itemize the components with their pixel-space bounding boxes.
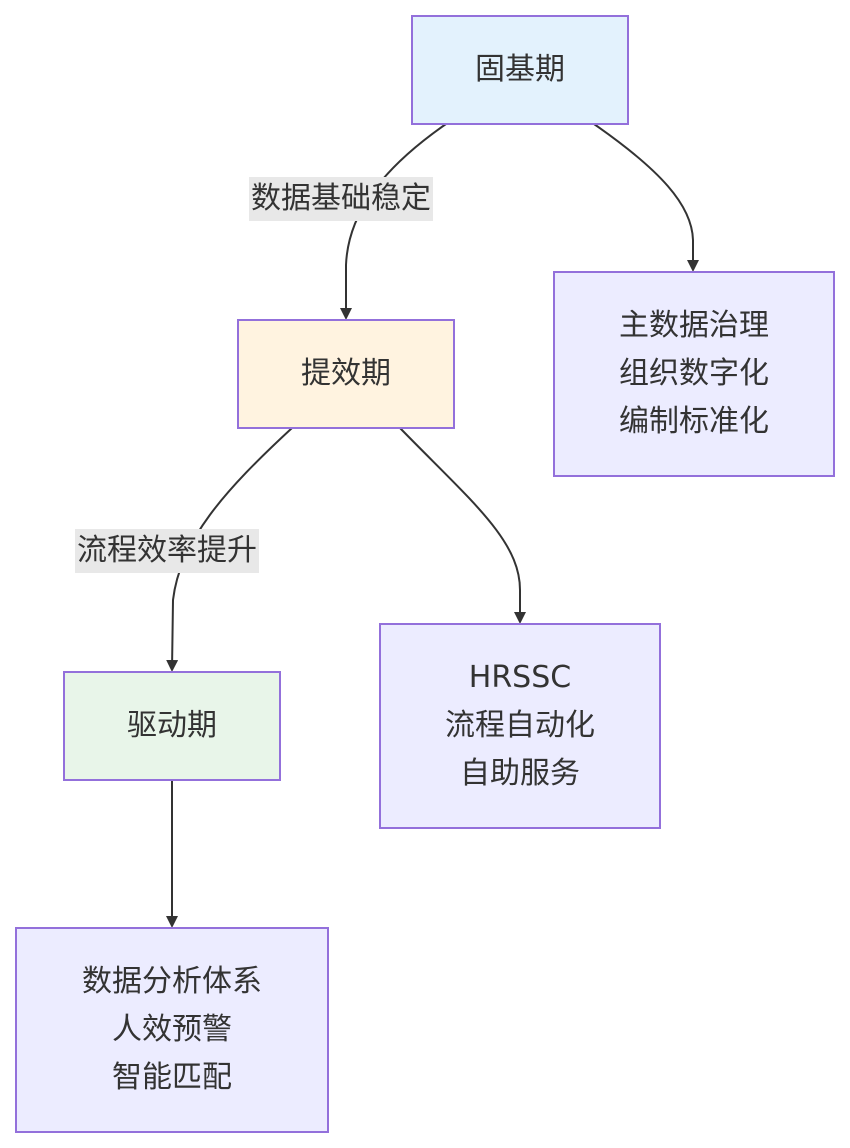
node-mdm[interactable]: 主数据治理 组织数字化 编制标准化 bbox=[553, 271, 835, 477]
node-hrssc[interactable]: HRSSC 流程自动化 自助服务 bbox=[379, 623, 661, 829]
edge-gujiqi-to-mdm bbox=[593, 123, 699, 272]
node-hrssc-line-3: 自助服务 bbox=[460, 756, 580, 791]
edge-label-process-efficiency: 流程效率提升 bbox=[75, 529, 259, 573]
node-analytics-line-2: 人效预警 bbox=[112, 1012, 232, 1047]
node-gujiqi-label: 固基期 bbox=[475, 52, 565, 87]
node-qudongqi[interactable]: 驱动期 bbox=[63, 671, 281, 781]
node-analytics-line-1: 数据分析体系 bbox=[82, 964, 262, 999]
node-tixiaoqi[interactable]: 提效期 bbox=[237, 319, 455, 429]
node-hrssc-line-2: 流程自动化 bbox=[445, 708, 595, 743]
node-hrssc-line-1: HRSSC bbox=[468, 660, 572, 695]
node-analytics[interactable]: 数据分析体系 人效预警 智能匹配 bbox=[15, 927, 329, 1133]
edge-tixiaoqi-to-hrssc bbox=[399, 427, 526, 624]
node-mdm-line-2: 组织数字化 bbox=[619, 356, 769, 391]
node-analytics-line-3: 智能匹配 bbox=[112, 1060, 232, 1095]
node-tixiaoqi-label: 提效期 bbox=[301, 356, 391, 391]
node-qudongqi-label: 驱动期 bbox=[127, 708, 217, 743]
edge-label-data-stable: 数据基础稳定 bbox=[249, 177, 433, 221]
node-mdm-line-1: 主数据治理 bbox=[619, 308, 769, 343]
node-mdm-line-3: 编制标准化 bbox=[619, 404, 769, 439]
node-gujiqi[interactable]: 固基期 bbox=[411, 15, 629, 125]
edge-gujiqi-to-tixiaoqi bbox=[340, 123, 447, 320]
